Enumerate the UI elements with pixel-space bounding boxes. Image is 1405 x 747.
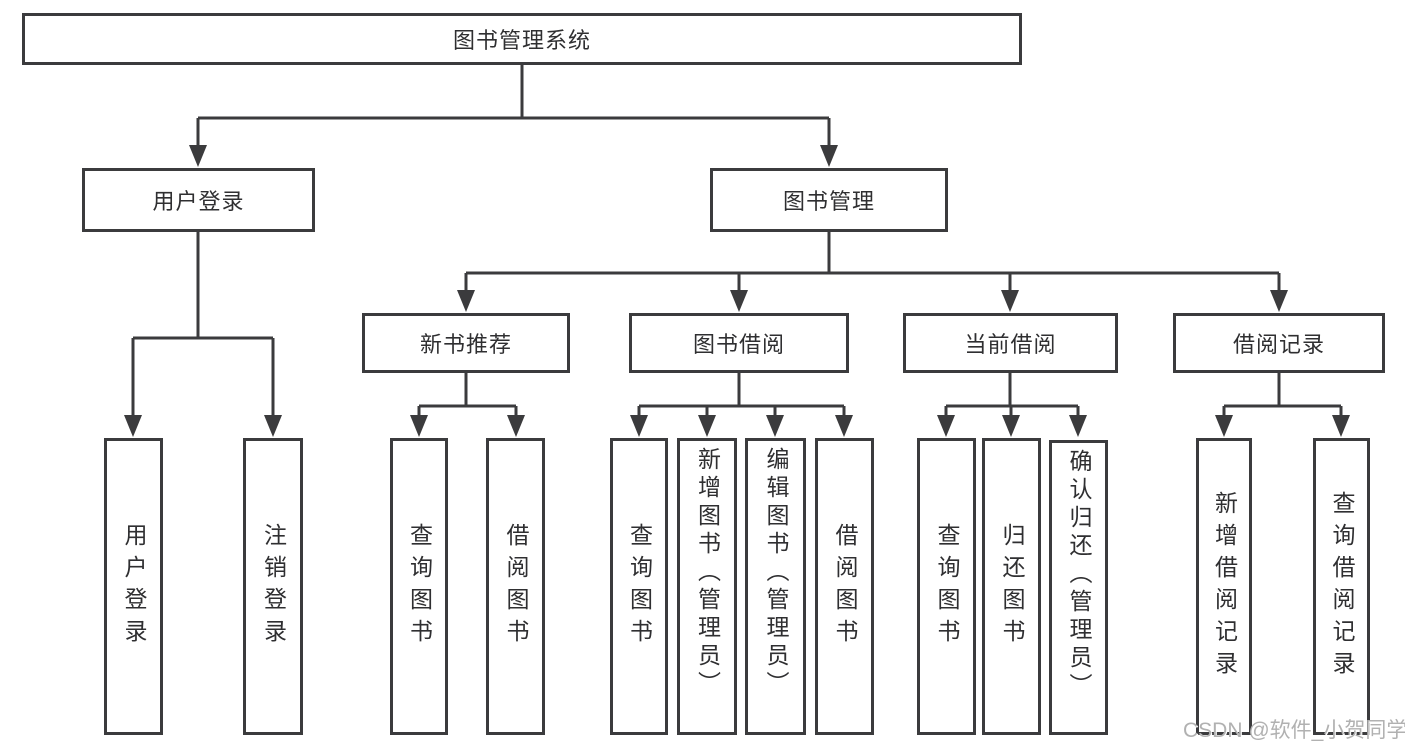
node-user-login: 用户登录: [82, 168, 315, 232]
node-book-borrowing: 图书借阅: [629, 313, 849, 373]
node-borrowing-records: 借阅记录: [1173, 313, 1385, 373]
leaf-return-books: 归还图书: [982, 438, 1041, 735]
leaf-label: 借阅图书: [503, 522, 529, 651]
node-new-book-recommendation: 新书推荐: [362, 313, 570, 373]
leaf-label: 用户登录: [121, 522, 147, 651]
leaf-edit-books-admin: 编辑图书（管理员）: [745, 438, 806, 735]
leaf-label: 借阅图书: [832, 522, 858, 651]
leaf-label: 确认归还（管理员）: [1066, 449, 1092, 701]
leaf-add-borrow-record: 新增借阅记录: [1196, 438, 1252, 735]
leaf-label: 新增图书（管理员）: [694, 447, 721, 699]
leaf-label: 编辑图书（管理员）: [763, 447, 789, 699]
leaf-label: 查询图书: [406, 522, 433, 651]
arrowheads: [124, 145, 1350, 437]
leaf-borrow-books: 借阅图书: [815, 438, 874, 735]
leaf-label: 注销登录: [260, 522, 287, 651]
leaf-logout: 注销登录: [243, 438, 303, 735]
leaf-label: 查询图书: [934, 522, 960, 651]
leaf-label: 新增借阅记录: [1211, 490, 1238, 683]
leaf-confirm-return-admin: 确认归还（管理员）: [1049, 440, 1108, 735]
leaf-add-books-admin: 新增图书（管理员）: [677, 438, 737, 735]
leaf-borrow-books: 借阅图书: [486, 438, 545, 735]
node-book-management: 图书管理: [710, 168, 948, 232]
leaf-query-books: 查询图书: [610, 438, 668, 735]
leaf-query-borrow-record: 查询借阅记录: [1313, 438, 1370, 735]
leaf-label: 归还图书: [999, 522, 1025, 651]
node-library-management-system: 图书管理系统: [22, 13, 1022, 65]
node-current-borrowing: 当前借阅: [903, 313, 1118, 373]
leaf-user-login: 用户登录: [104, 438, 163, 735]
leaf-label: 查询图书: [626, 522, 653, 651]
leaf-label: 查询借阅记录: [1329, 490, 1355, 683]
leaf-query-books: 查询图书: [390, 438, 448, 735]
watermark: CSDN @软件_小贺同学: [1183, 719, 1405, 742]
leaf-query-books: 查询图书: [917, 438, 976, 735]
